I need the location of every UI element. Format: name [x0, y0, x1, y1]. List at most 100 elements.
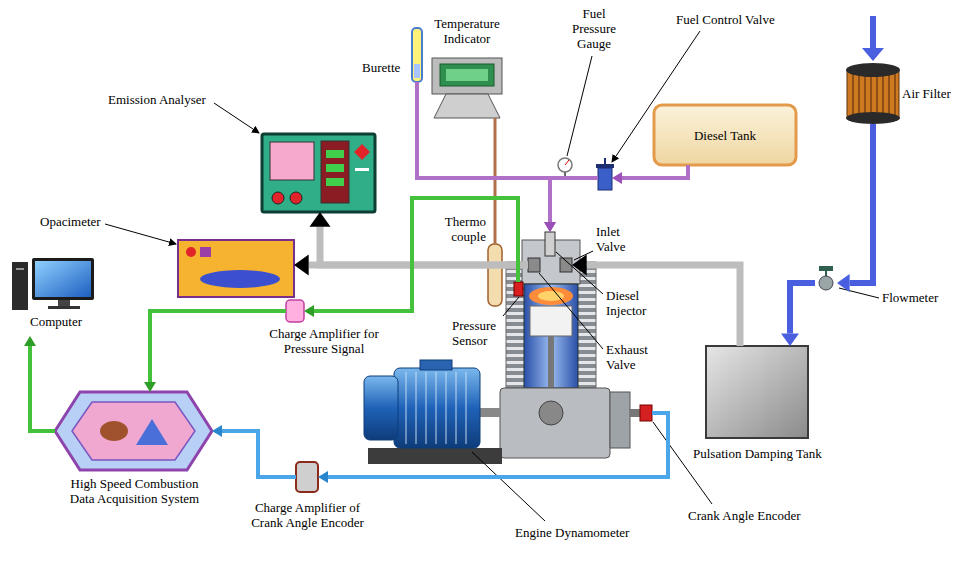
arrow-head	[294, 255, 309, 276]
equipment-node: Charge Amplifier of Crank Angle Encoder	[296, 462, 318, 492]
pipe-line	[30, 346, 55, 431]
engine-drawing-part	[610, 392, 630, 448]
pressure-gauge-drawing-part	[565, 160, 569, 165]
equipment-label: Flowmeter	[882, 290, 938, 305]
engine-drawing-part	[500, 388, 610, 458]
leader-lines-part	[539, 273, 603, 349]
emission-analyser-drawing-part	[290, 192, 302, 204]
temperature-indicator-drawing	[432, 58, 502, 118]
leader-lines-part	[567, 56, 592, 156]
engine-drawing-part	[529, 287, 573, 305]
engine-drawing-part	[488, 244, 502, 306]
emission-analyser-drawing-part	[326, 178, 344, 186]
equipment-label: Burette	[362, 60, 400, 75]
leader-lines	[105, 31, 879, 521]
arrow-head	[544, 222, 556, 232]
opacimeter-drawing-part	[200, 247, 211, 257]
pipe-connector	[781, 283, 815, 346]
pipe-line	[150, 311, 286, 382]
leader-lines-part	[839, 288, 879, 298]
pipe-connector	[318, 413, 668, 483]
engine-drawing-part	[528, 258, 540, 272]
equipment-node: Inlet Valve	[560, 258, 572, 272]
equipment-label: Charge Amplifier of Crank Angle Encoder	[245, 500, 370, 530]
equipment-label: Charge Amplifier for Pressure Signal	[262, 326, 386, 356]
equipment-label: Temperature Indicator	[425, 16, 509, 46]
dynamometer-drawing-part	[480, 408, 500, 417]
emission-analyser-drawing-part	[326, 150, 344, 158]
engine-drawing-part	[530, 306, 572, 336]
equipment-node: Charge Amplifier for Pressure Signal	[286, 300, 304, 322]
dynamometer-drawing-part	[394, 368, 480, 448]
pulsation-tank-drawing-part	[706, 346, 808, 438]
pipe-line	[320, 227, 528, 265]
arrow-head	[612, 172, 622, 184]
pipe-connector	[495, 118, 496, 244]
pipe-connector	[544, 178, 598, 232]
pipe-connector	[572, 255, 740, 347]
computer-drawing-part	[58, 300, 70, 306]
equipment-node: Fuel Pressure Gauge	[558, 158, 572, 172]
pipe-connector	[304, 198, 518, 317]
tank-box: Diesel Tank	[654, 105, 796, 165]
equipment-label: Exhaust Valve	[606, 342, 656, 372]
equipment-label: Inlet Valve	[596, 224, 636, 254]
arrow-head	[544, 222, 556, 232]
temperature-indicator-drawing-part	[434, 94, 500, 118]
pipe-connector	[417, 82, 556, 232]
daq-drawing-part	[136, 419, 168, 445]
air-filter-drawing-part	[846, 63, 900, 77]
equipment-node: Pulsation Damping Tank	[706, 346, 808, 438]
pipe-line	[314, 198, 518, 311]
equipment-node: Exhaust Valve	[528, 258, 540, 272]
air-filter-drawing-part	[847, 70, 899, 118]
arrow-head	[318, 471, 328, 483]
computer-drawing-part	[16, 268, 24, 270]
flowmeter-drawing-part	[819, 276, 833, 290]
emission-analyser-drawing-part	[321, 141, 349, 203]
opacimeter-drawing-part	[186, 247, 196, 257]
emission-analyser-drawing-part	[262, 134, 375, 212]
daq-drawing-part	[100, 421, 128, 441]
equipment-node: Diesel Injector	[545, 232, 555, 256]
computer-drawing-part	[48, 306, 80, 309]
diesel-tank-drawing	[654, 105, 796, 165]
equipment-label: Pulsation Damping Tank	[693, 446, 822, 461]
equipment-label: Pressure Sensor	[452, 318, 506, 348]
computer-drawing-part	[35, 261, 91, 297]
equipment-node: Crank Angle Encoder	[640, 405, 652, 421]
equipment-label: High Speed Combustion Data Acquisition S…	[62, 476, 207, 506]
engine-drawing-part	[538, 291, 564, 301]
pipe-connector	[837, 124, 873, 292]
fuel-valve-drawing-part	[598, 168, 612, 190]
daq-drawing-part	[72, 402, 195, 460]
equipment-label: Computer	[30, 314, 82, 329]
air-filter-drawing-part	[853, 72, 895, 116]
arrow-head	[310, 212, 331, 227]
equipment-node: Temperature Indicator	[430, 58, 504, 118]
equipment-node: Burette	[412, 28, 422, 82]
pipe-line	[328, 413, 668, 477]
computer-drawing-part	[32, 258, 94, 300]
pipe-line	[622, 165, 688, 178]
leader-lines-part	[556, 252, 603, 294]
equipment-label: Diesel Injector	[606, 288, 654, 318]
equipment-label: Crank Angle Encoder	[688, 508, 801, 523]
pipe-connector	[144, 311, 286, 392]
equipment-node: Fuel Control Valve	[598, 166, 612, 190]
burette-drawing	[412, 28, 422, 82]
pipe-connector	[212, 425, 296, 477]
dynamometer-drawing-part	[364, 376, 398, 440]
equipment-label: Diesel Tank	[694, 128, 756, 143]
equipment-node: Thermo couple	[488, 244, 502, 306]
leader-lines-part	[472, 452, 545, 521]
opacimeter-drawing	[178, 240, 294, 297]
dynamometer-drawing-part	[406, 372, 466, 444]
pipe-line	[494, 118, 497, 244]
air-filter-drawing	[846, 16, 900, 124]
engine-drawing-part	[539, 401, 563, 425]
emission-analyser-drawing	[262, 134, 375, 212]
charge-amplifier-drawing-part	[296, 462, 318, 492]
dynamometer-drawing-part	[420, 360, 452, 370]
emission-analyser-drawing-part	[272, 192, 284, 204]
